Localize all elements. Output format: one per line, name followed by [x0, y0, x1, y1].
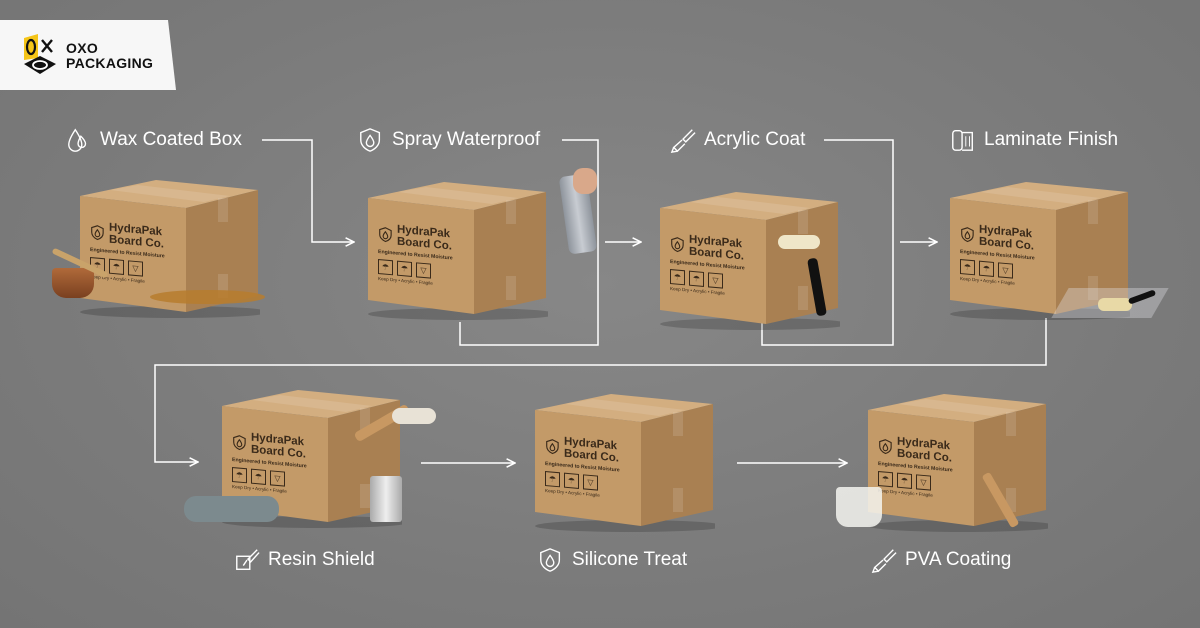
- umbrella-icon: ☂: [564, 472, 579, 489]
- resin-can: [370, 476, 402, 522]
- fragile-glass-icon: ▽: [916, 474, 931, 491]
- water-drop-icon: [68, 128, 87, 152]
- connector-3-loop: [761, 139, 894, 346]
- umbrella-icon: ☂: [545, 471, 560, 488]
- umbrella-icon: ☂: [960, 259, 975, 276]
- shield-drop-icon: [379, 227, 392, 243]
- shield-drop-icon: [961, 227, 974, 243]
- step-label-2: Spray Waterproof: [358, 126, 540, 154]
- umbrella-icon: ☂: [378, 259, 393, 276]
- umbrella-icon: ☂: [689, 270, 704, 287]
- laminate-roller: [1098, 298, 1132, 311]
- step-label-text: Silicone Treat: [572, 549, 688, 570]
- step-label-5: Resin Shield: [234, 546, 375, 574]
- step-label-4: Laminate Finish: [950, 126, 1118, 154]
- film-roll-icon: [952, 130, 973, 151]
- logo-text-line2: PACKAGING: [66, 55, 154, 71]
- hand: [573, 168, 597, 194]
- shield-drop-icon: [546, 439, 559, 455]
- umbrella-icon: ☂: [109, 258, 124, 275]
- shield-drop-icon: [91, 225, 104, 241]
- shield-drop-icon: [360, 128, 381, 152]
- fragile-glass-icon: ▽: [128, 260, 143, 277]
- cardboard-box: [950, 182, 1130, 320]
- logo-text-line1: OXO: [66, 40, 99, 56]
- shield-drop-icon: [540, 548, 561, 572]
- step-label-text: Wax Coated Box: [100, 129, 242, 150]
- umbrella-icon: ☂: [397, 260, 412, 277]
- brush-box-icon: [236, 549, 260, 570]
- cardboard-box: [535, 394, 715, 532]
- paintbrush-icon: [670, 129, 696, 153]
- umbrella-icon: ☂: [897, 472, 912, 489]
- fragile-glass-icon: ▽: [998, 262, 1013, 279]
- umbrella-icon: ☂: [979, 260, 994, 277]
- cardboard-box: [80, 180, 260, 318]
- umbrella-icon: ☂: [251, 468, 266, 485]
- fragile-glass-icon: ▽: [583, 474, 598, 491]
- paintbrush-icon: [871, 549, 897, 573]
- wax-pot: [52, 268, 94, 298]
- glove-hand: [392, 408, 436, 424]
- step-label-text: Resin Shield: [268, 549, 375, 570]
- connector-1-2: [262, 139, 354, 242]
- umbrella-icon: ☂: [878, 471, 893, 488]
- paint-roller: [778, 235, 820, 249]
- connector-2-loop: [459, 139, 599, 346]
- fragile-glass-icon: ▽: [708, 272, 723, 289]
- logo: OXO PACKAGING: [0, 20, 176, 90]
- fragile-glass-icon: ▽: [270, 470, 285, 487]
- step-label-text: Spray Waterproof: [392, 129, 541, 150]
- gloves: [184, 496, 279, 522]
- step-label-7: PVA Coating: [871, 546, 1011, 574]
- step-label-6: Silicone Treat: [538, 546, 687, 574]
- step-label-3: Acrylic Coat: [670, 126, 805, 154]
- umbrella-icon: ☂: [232, 467, 247, 484]
- cardboard-box: [368, 182, 548, 320]
- logo-mark-icon: [24, 34, 56, 74]
- step-label-text: Acrylic Coat: [704, 129, 806, 150]
- connector-4-5: [154, 318, 1047, 462]
- cardboard-box: [222, 390, 402, 528]
- wax-spill: [150, 290, 265, 304]
- umbrella-icon: ☂: [670, 269, 685, 286]
- cardboard-box: [660, 192, 840, 330]
- shield-drop-icon: [233, 435, 246, 451]
- shield-drop-icon: [671, 237, 684, 253]
- step-label-text: PVA Coating: [905, 549, 1012, 570]
- pva-cup: [836, 487, 882, 527]
- shield-drop-icon: [879, 439, 892, 455]
- step-label-1: Wax Coated Box: [66, 126, 242, 154]
- fragile-glass-icon: ▽: [416, 262, 431, 279]
- step-label-text: Laminate Finish: [984, 129, 1119, 150]
